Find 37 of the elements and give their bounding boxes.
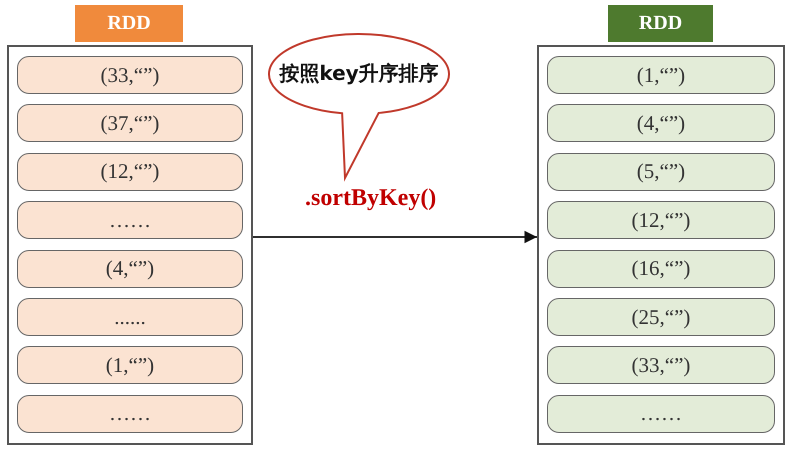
record-row	[547, 298, 775, 336]
record-text: (1,“”)	[106, 352, 154, 378]
record-text: (4,“”)	[636, 110, 686, 136]
record-row	[17, 298, 243, 336]
record-row	[17, 152, 243, 191]
record-row	[17, 346, 243, 384]
edge-label: .sortByKey()	[303, 185, 438, 212]
record-row	[547, 152, 775, 191]
record-text: (12,“”)	[632, 208, 690, 233]
record-row	[547, 250, 775, 288]
record-row	[17, 104, 243, 142]
record-text: (1,“”)	[636, 62, 686, 88]
record-text: (25,“”)	[632, 304, 690, 330]
record-row	[17, 201, 243, 240]
record-text: (37,“”)	[100, 110, 160, 136]
rdd-header: RDD	[608, 5, 713, 42]
rdd-header: RDD	[75, 5, 183, 42]
record-text: (12,“”)	[100, 159, 160, 184]
record-row	[547, 201, 775, 240]
record-row	[17, 56, 243, 94]
bubble-text: 按照key升序排序	[278, 60, 440, 87]
record-text: ……	[640, 401, 682, 426]
record-text: (4,“”)	[106, 256, 154, 282]
record-row	[547, 104, 775, 142]
record-text: (33,“”)	[632, 352, 690, 378]
record-text: (5,“”)	[636, 159, 686, 184]
record-row	[547, 346, 775, 384]
record-row	[17, 394, 243, 433]
record-text: ......	[114, 304, 146, 330]
record-text: (33,“”)	[100, 62, 160, 88]
record-text: (16,“”)	[632, 256, 690, 282]
arrow	[253, 230, 537, 244]
record-row	[17, 250, 243, 288]
record-row	[547, 56, 775, 94]
record-text: ……	[109, 208, 151, 233]
record-row	[547, 394, 775, 433]
record-text: ……	[109, 401, 151, 426]
